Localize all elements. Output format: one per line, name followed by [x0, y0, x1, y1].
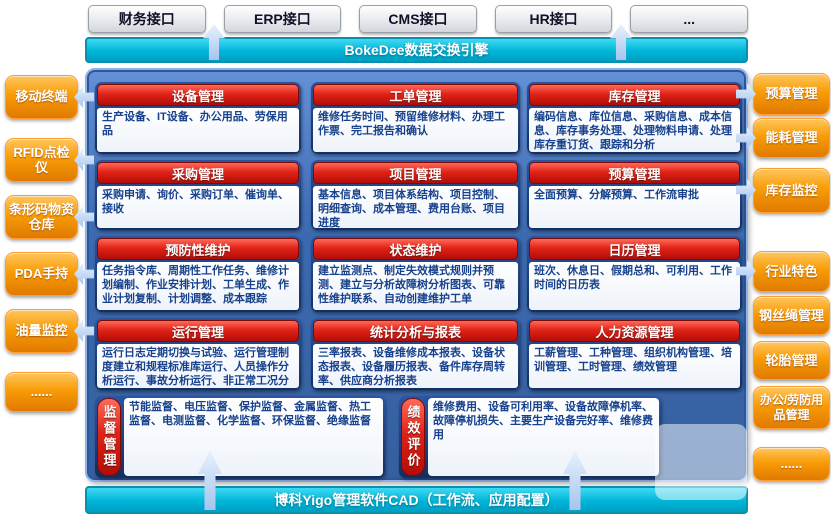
watermark	[655, 424, 747, 500]
card-title: 设备管理	[97, 84, 299, 106]
right-pill-office-supplies-management: 办公/劳防用品管理	[753, 386, 830, 429]
data-exchange-engine-bar: BokeDee数据交换引擎	[85, 37, 748, 63]
card-title: 统计分析与报表	[313, 320, 518, 342]
tab-hr-interface: HR接口	[494, 5, 613, 33]
card-body: 任务指令库、周期性工作任务、维修计划编制、作业安排计划、工单生成、作业计划复制、…	[97, 262, 299, 310]
card-body: 运行日志定期切换与试验、运行管理制度建立和规程标准库运行、人员操作分析运行、事故…	[97, 344, 299, 388]
right-pill-more: ......	[753, 447, 830, 481]
card-title: 预算管理	[529, 162, 740, 184]
card-title: 采购管理	[97, 162, 299, 184]
module-card-budget-management: 预算管理 全面预算、分解预算、工作流审批	[527, 160, 742, 230]
card-title: 工单管理	[313, 84, 518, 106]
card-title: 人力资源管理	[529, 320, 740, 342]
module-card-operation-management: 运行管理 运行日志定期切换与试验、运行管理制度建立和规程标准库运行、人员操作分析…	[95, 318, 301, 390]
left-pill-pda-handheld: PDA手持	[5, 252, 78, 296]
card-body: 节能监督、电压监督、保护监督、金属监督、热工监督、电测监督、化学监督、环保监督、…	[124, 398, 383, 476]
module-card-preventive-maintenance: 预防性维护 任务指令库、周期性工作任务、维修计划编制、作业安排计划、工单生成、作…	[95, 236, 301, 312]
card-body: 编码信息、库位信息、采购信息、成本信息、库存事务处理、处理物料申请、处理库存重订…	[529, 108, 740, 152]
card-title: 项目管理	[313, 162, 518, 184]
module-card-statistics-reports: 统计分析与报表 三率报表、设备维修成本报表、设备状态报表、设备履历报表、备件库存…	[311, 318, 520, 390]
card-body: 采购申请、询价、采购订单、催询单、接收	[97, 186, 299, 228]
module-card-calendar-management: 日历管理 班次、休息日、假期总和、可利用、工作时间的日历表	[527, 236, 742, 312]
card-title: 日历管理	[529, 238, 740, 260]
module-card-work-order-management: 工单管理 维修任务时间、预留维修材料、办理工作票、完工报告和确认	[311, 82, 520, 154]
card-body: 建立监测点、制定失效模式规则并预测、建立与分析故障树分析图表、可靠性维护联系、自…	[313, 262, 518, 310]
module-card-procurement-management: 采购管理 采购申请、询价、采购订单、催询单、接收	[95, 160, 301, 230]
card-body: 班次、休息日、假期总和、可利用、工作时间的日历表	[529, 262, 740, 310]
right-pill-tire-management: 轮胎管理	[753, 341, 830, 380]
module-card-supervision-management: 监督管理 节能监督、电压监督、保护监督、金属监督、热工监督、电测监督、化学监督、…	[95, 396, 385, 478]
tab-erp-interface: ERP接口	[223, 5, 342, 33]
right-pill-inventory-monitoring: 库存监控	[753, 168, 830, 213]
card-title: 运行管理	[97, 320, 299, 342]
card-title: 库存管理	[529, 84, 740, 106]
tab-more-interfaces: ...	[630, 5, 748, 33]
module-card-condition-maintenance: 状态维护 建立监测点、制定失效模式规则并预测、建立与分析故障树分析图表、可靠性维…	[311, 236, 520, 312]
yigo-cad-bar: 博科Yigo管理软件CAD（工作流、应用配置）	[85, 486, 748, 514]
left-pill-mobile-terminal: 移动终端	[5, 75, 78, 119]
right-pill-energy-management: 能耗管理	[753, 118, 830, 158]
card-body: 全面预算、分解预算、工作流审批	[529, 186, 740, 228]
tab-cms-interface: CMS接口	[359, 5, 477, 33]
card-body: 维修费用、设备可利用率、设备故障停机率、故障停机损失、主要生产设备完好率、维修费…	[428, 398, 659, 476]
module-card-project-management: 项目管理 基本信息、项目体系结构、项目控制、明细查询、成本管理、费用台账、项目进…	[311, 160, 520, 230]
module-card-inventory-management: 库存管理 编码信息、库位信息、采购信息、成本信息、库存事务处理、处理物料申请、处…	[527, 82, 742, 154]
left-pill-rfid-inspector: RFID点检仪	[5, 138, 78, 182]
card-body: 三率报表、设备维修成本报表、设备状态报表、设备履历报表、备件库存周转率、供应商分…	[313, 344, 518, 388]
right-pill-budget-management: 预算管理	[753, 73, 830, 115]
card-vertical-title: 监督管理	[97, 398, 121, 476]
left-pill-more: ......	[5, 372, 78, 412]
card-vertical-title: 绩效评价	[401, 398, 425, 476]
right-pill-industry-features: 行业特色	[753, 251, 830, 292]
card-body: 生产设备、IT设备、办公用品、劳保用品	[97, 108, 299, 152]
tab-finance-interface: 财务接口	[88, 5, 206, 33]
main-module-panel: 设备管理 生产设备、IT设备、办公用品、劳保用品 工单管理 维修任务时间、预留维…	[85, 68, 748, 482]
left-pill-barcode-warehouse: 条形码物资仓库	[5, 195, 78, 239]
left-pill-oil-monitoring: 油量监控	[5, 309, 78, 353]
right-pill-wire-rope-management: 钢丝绳管理	[753, 296, 830, 335]
card-body: 工薪管理、工种管理、组织机构管理、培训管理、工时管理、绩效管理	[529, 344, 740, 388]
card-title: 状态维护	[313, 238, 518, 260]
card-body: 维修任务时间、预留维修材料、办理工作票、完工报告和确认	[313, 108, 518, 152]
card-body: 基本信息、项目体系结构、项目控制、明细查询、成本管理、费用台账、项目进度	[313, 186, 518, 228]
interface-tab-row: 财务接口 ERP接口 CMS接口 HR接口 ...	[88, 5, 748, 33]
card-title: 预防性维护	[97, 238, 299, 260]
module-card-hr-management: 人力资源管理 工薪管理、工种管理、组织机构管理、培训管理、工时管理、绩效管理	[527, 318, 742, 390]
module-card-equipment-management: 设备管理 生产设备、IT设备、办公用品、劳保用品	[95, 82, 301, 154]
module-card-performance-evaluation: 绩效评价 维修费用、设备可利用率、设备故障停机率、故障停机损失、主要生产设备完好…	[399, 396, 661, 478]
